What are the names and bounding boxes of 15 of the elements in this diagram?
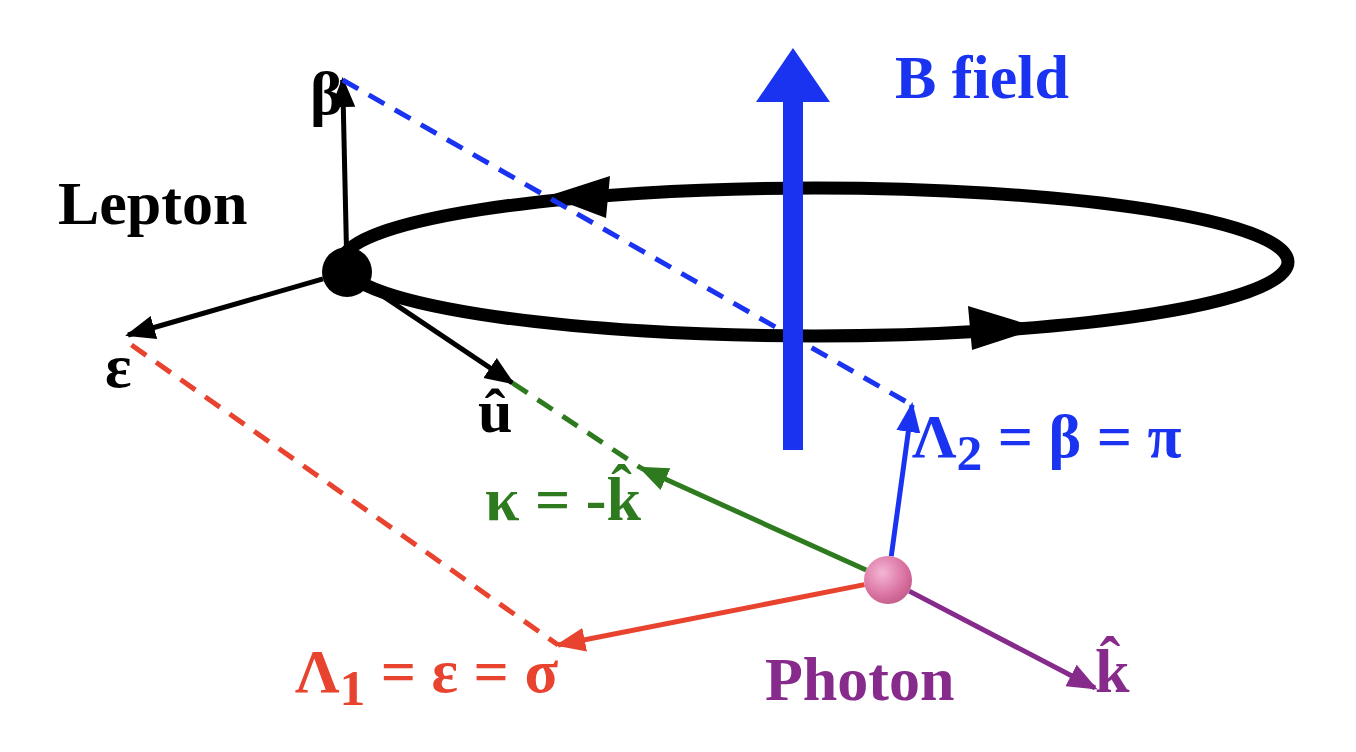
dashed-line — [511, 380, 643, 471]
dashed-line — [130, 342, 560, 648]
vector-label: Λ$_{1}$ = ε = σ — [295, 640, 559, 715]
arrow — [555, 582, 865, 652]
vector-label: ε — [105, 335, 132, 397]
arrow — [908, 588, 1098, 691]
photon-sphere — [864, 556, 912, 604]
arrow — [888, 402, 921, 557]
vector-label: Λ$_{2}$ = β = π — [912, 405, 1182, 480]
field-label: B field — [895, 46, 1069, 108]
vector-label: û — [478, 380, 513, 442]
particle-label: Photon — [765, 648, 955, 710]
lepton-dot — [322, 247, 372, 297]
arrow — [638, 465, 868, 573]
arrow — [125, 276, 324, 340]
